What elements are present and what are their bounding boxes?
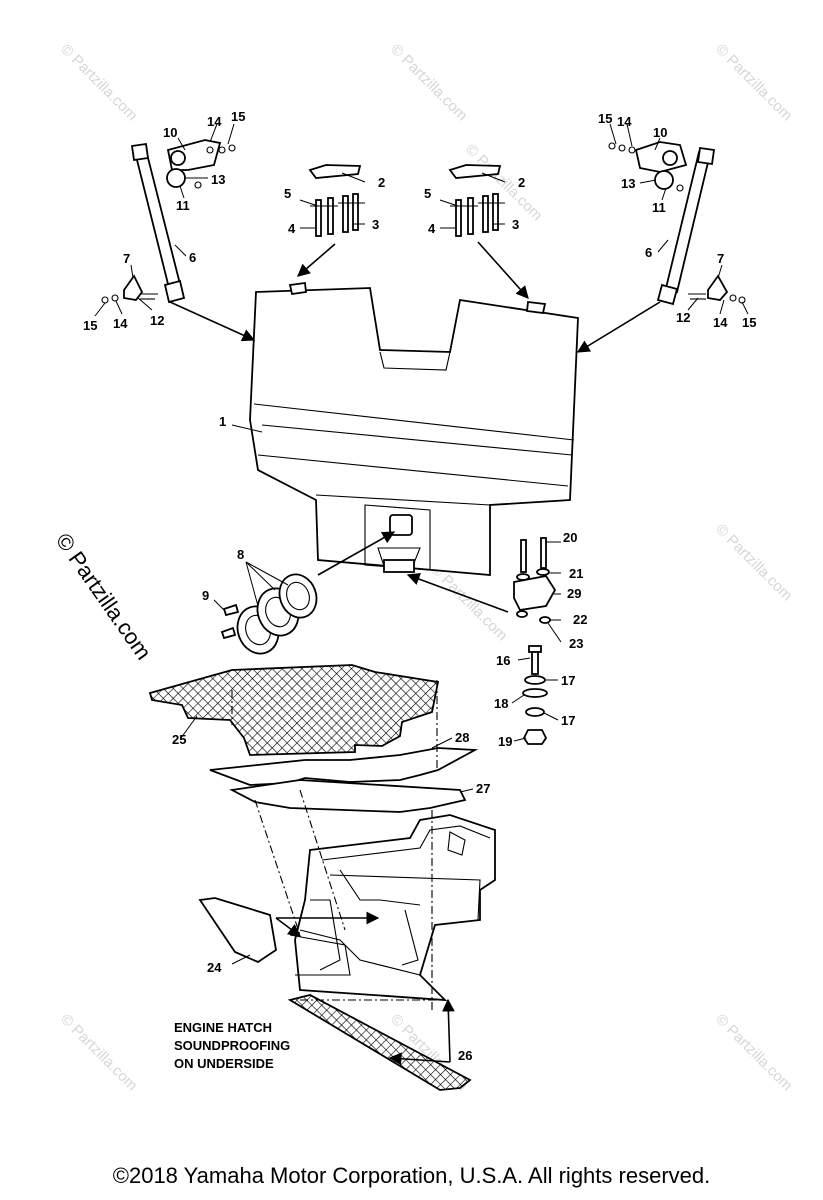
callout-10: 10 [163, 125, 177, 140]
watermark-text-prominent: © Partzilla.com [51, 529, 157, 665]
callout-4: 4 [428, 221, 436, 236]
edge-strip [287, 994, 472, 1091]
callout-2: 2 [518, 175, 525, 190]
watermark-text: © Partzilla.com [57, 41, 140, 124]
watermark-text: © Partzilla.com [387, 41, 470, 124]
callout-20: 20 [563, 530, 577, 545]
watermark-text: © Partzilla.com [712, 41, 795, 124]
callout-23: 23 [569, 636, 583, 651]
callout-15: 15 [598, 111, 612, 126]
watermark-text: © Partzilla.com [462, 141, 545, 224]
note-line-3: ON UNDERSIDE [174, 1056, 274, 1071]
callout-12: 12 [676, 310, 690, 325]
engine-hatch-cover [249, 281, 579, 576]
note-line-1: ENGINE HATCH [174, 1020, 272, 1035]
leader-lines [94, 123, 749, 965]
callout-14: 14 [113, 316, 128, 331]
liner-sheet [229, 779, 467, 813]
right-gas-strut [656, 146, 716, 306]
callout-16: 16 [496, 653, 510, 668]
callout-13: 13 [621, 176, 635, 191]
callout-11: 11 [652, 200, 666, 215]
upper-right-bracket [608, 141, 688, 192]
left-hinge-hardware [308, 164, 365, 237]
hatch-frame [289, 814, 496, 1002]
callout-17: 17 [561, 713, 575, 728]
callout-22: 22 [573, 612, 587, 627]
callout-18: 18 [494, 696, 508, 711]
latch-fastener-stack [513, 537, 557, 745]
soundproofing-mat [148, 664, 440, 756]
callout-6: 6 [645, 245, 652, 260]
callout-15: 15 [231, 109, 245, 124]
upper-left-bracket [166, 139, 236, 189]
callout-14: 14 [713, 315, 728, 330]
alignment-lines [231, 680, 440, 1010]
watermark-text: © Partzilla.com [57, 1011, 140, 1094]
callout-6: 6 [189, 250, 196, 265]
lower-left-bracket [101, 274, 158, 304]
callout-labels: 1 2 2 3 3 4 4 5 5 6 6 7 7 8 9 10 10 11 1… [83, 109, 756, 1063]
watermark-text: © Partzilla.com [712, 521, 795, 604]
callout-2: 2 [378, 175, 385, 190]
callout-21: 21 [569, 566, 583, 581]
callout-27: 27 [476, 781, 490, 796]
callout-4: 4 [288, 221, 296, 236]
callout-14: 14 [207, 114, 222, 129]
engine-hatch-note: ENGINE HATCH SOUNDPROOFING ON UNDERSIDE [174, 1020, 290, 1071]
callout-12: 12 [150, 313, 164, 328]
callout-24: 24 [207, 960, 222, 975]
watermark-text: © Partzilla.com [712, 1011, 795, 1094]
callout-13: 13 [211, 172, 225, 187]
callout-26: 26 [458, 1048, 472, 1063]
side-pad [198, 897, 277, 964]
callout-19: 19 [498, 734, 512, 749]
callout-11: 11 [176, 198, 190, 213]
callout-3: 3 [372, 217, 379, 232]
left-gas-strut [130, 142, 186, 304]
callout-5: 5 [284, 186, 291, 201]
callout-15: 15 [742, 315, 756, 330]
lower-right-bracket [688, 274, 746, 304]
note-line-2: SOUNDPROOFING [174, 1038, 290, 1053]
callout-9: 9 [202, 588, 209, 603]
callout-1: 1 [219, 414, 226, 429]
callout-7: 7 [123, 251, 130, 266]
vent-rings [220, 573, 318, 655]
callout-25: 25 [172, 732, 186, 747]
callout-17: 17 [561, 673, 575, 688]
assembly-arrows [169, 241, 661, 1066]
callout-15: 15 [83, 318, 97, 333]
callout-3: 3 [512, 217, 519, 232]
callout-7: 7 [717, 251, 724, 266]
callout-10: 10 [653, 125, 667, 140]
callout-29: 29 [567, 586, 581, 601]
callout-8: 8 [237, 547, 244, 562]
callout-14: 14 [617, 114, 632, 129]
callout-5: 5 [424, 186, 431, 201]
copyright-notice: ©2018 Yamaha Motor Corporation, U.S.A. A… [112, 1163, 711, 1188]
callout-28: 28 [455, 730, 469, 745]
